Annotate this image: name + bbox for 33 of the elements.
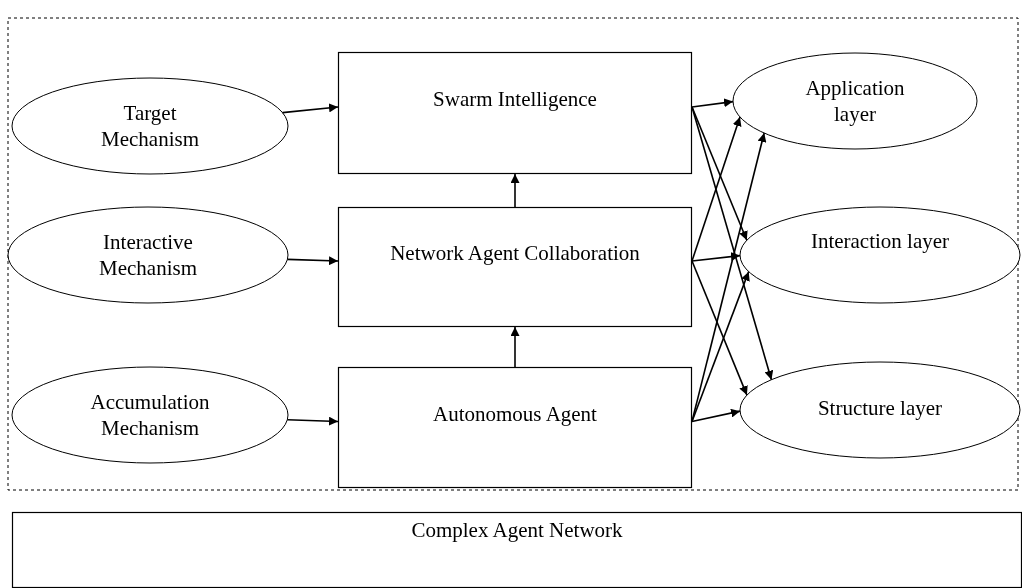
arrow: [691, 132, 767, 423]
arrow: [691, 116, 742, 262]
arrow: [510, 173, 520, 208]
arrow: [691, 98, 734, 108]
process-box: [338, 367, 692, 488]
arrow: [691, 270, 750, 423]
ellipse-node: [12, 78, 288, 174]
ellipse-node: [12, 367, 288, 463]
arrow: [510, 326, 520, 368]
ellipse-node: [733, 53, 977, 149]
arrow: [286, 416, 339, 426]
node-label: Swarm Intelligence: [433, 86, 597, 112]
arrow: [691, 106, 774, 381]
process-box: [12, 512, 1022, 588]
node-label: Accumulation Mechanism: [89, 389, 211, 441]
arrow: [691, 260, 748, 396]
node-label: Autonomous Agent: [433, 400, 597, 427]
ellipse-node: [740, 362, 1020, 458]
node-label: Structure layer: [817, 395, 943, 421]
arrow: [691, 252, 741, 262]
node-label: Application layer: [804, 75, 906, 127]
node-label: Interactive Mechanism: [98, 229, 198, 281]
ellipse-node: [8, 207, 288, 303]
arrow: [286, 256, 339, 266]
process-box: [338, 207, 692, 327]
arrow: [281, 103, 339, 114]
ellipse-node: [740, 207, 1020, 303]
node-label: Target Mechanism: [100, 100, 200, 152]
arrow: [691, 408, 741, 423]
node-label: Network Agent Collaboration: [390, 240, 640, 266]
node-label: Complex Agent Network: [411, 517, 623, 543]
node-label: Interaction layer: [810, 228, 950, 254]
process-box: [338, 52, 692, 174]
